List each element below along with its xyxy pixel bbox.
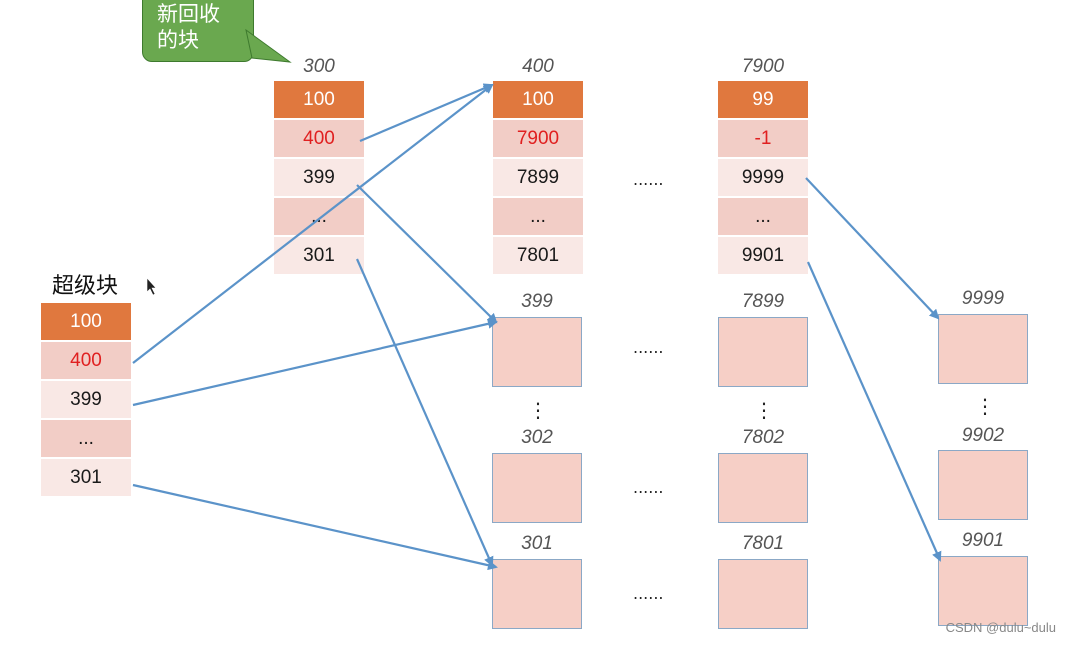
free-block-7899	[718, 317, 808, 387]
block300-cell-count: 100	[274, 81, 364, 118]
ellipsis-h-2: ......	[633, 338, 664, 357]
arrow-7900-9901	[806, 261, 942, 562]
block400-cell-3: 7899	[493, 159, 583, 196]
ellipsis-h-1: ......	[633, 170, 664, 189]
block7900-cell-last: 9901	[718, 237, 808, 274]
block-label-302: 302	[521, 427, 553, 448]
block-label-300: 300	[303, 56, 335, 77]
arrow-300-400	[359, 83, 494, 143]
arrow-300-399	[356, 184, 498, 324]
superblock-cell-next: 400	[41, 342, 131, 379]
superblock-cell-ellipsis: ...	[41, 420, 131, 457]
block7900-cell-next: -1	[718, 120, 808, 157]
free-block-9999	[938, 314, 1028, 384]
block400-cell-ellipsis: ...	[493, 198, 583, 235]
free-block-301	[492, 559, 582, 629]
new-recycled-block-callout: 新回收 的块	[142, 0, 254, 62]
free-block-399	[492, 317, 582, 387]
block-label-7900: 7900	[741, 56, 785, 77]
superblock-cell-count: 100	[41, 303, 131, 340]
free-block-9901	[938, 556, 1028, 626]
block-label-9999: 9999	[961, 288, 1005, 309]
block-label-7802: 7802	[741, 427, 785, 448]
arrow-super-301	[132, 483, 498, 571]
block-label-301: 301	[521, 533, 553, 554]
block-label-400: 400	[522, 56, 554, 77]
arrow-7900-9999	[805, 177, 940, 320]
watermark: CSDN @dulu~dulu	[945, 620, 1056, 635]
ellipsis-v-1: ⋮	[528, 398, 548, 422]
block300-cell-3: 399	[274, 159, 364, 196]
arrow-300-301	[355, 258, 494, 567]
block400-cell-count: 100	[493, 81, 583, 118]
block400-cell-last: 7801	[493, 237, 583, 274]
block-label-9901: 9901	[961, 530, 1005, 551]
block-label-7899: 7899	[741, 291, 785, 312]
ellipsis-h-4: ......	[633, 584, 664, 603]
callout-line-2: 的块	[157, 28, 199, 52]
block-label-7801: 7801	[741, 533, 785, 554]
block7900-cell-ellipsis: ...	[718, 198, 808, 235]
superblock-cell-3: 399	[41, 381, 131, 418]
free-block-7801	[718, 559, 808, 629]
block-label-399: 399	[521, 291, 553, 312]
superblock-cell-last: 301	[41, 459, 131, 496]
cursor-icon	[146, 277, 157, 296]
callout-line-1: 新回收	[157, 2, 220, 26]
block-label-9902: 9902	[961, 425, 1005, 446]
block7900-cell-3: 9999	[718, 159, 808, 196]
superblock-title: 超级块	[52, 274, 119, 299]
block300-cell-ellipsis: ...	[274, 198, 364, 235]
arrow-super-399	[132, 318, 498, 407]
free-block-7802	[718, 453, 808, 523]
ellipsis-h-3: ......	[633, 478, 664, 497]
free-block-9902	[938, 450, 1028, 520]
free-block-302	[492, 453, 582, 523]
ellipsis-v-3: ⋮	[975, 394, 995, 418]
block300-cell-next: 400	[274, 120, 364, 157]
block7900-cell-count: 99	[718, 81, 808, 118]
arrow-super-400	[132, 83, 494, 364]
block400-cell-next: 7900	[493, 120, 583, 157]
ellipsis-v-2: ⋮	[754, 398, 774, 422]
